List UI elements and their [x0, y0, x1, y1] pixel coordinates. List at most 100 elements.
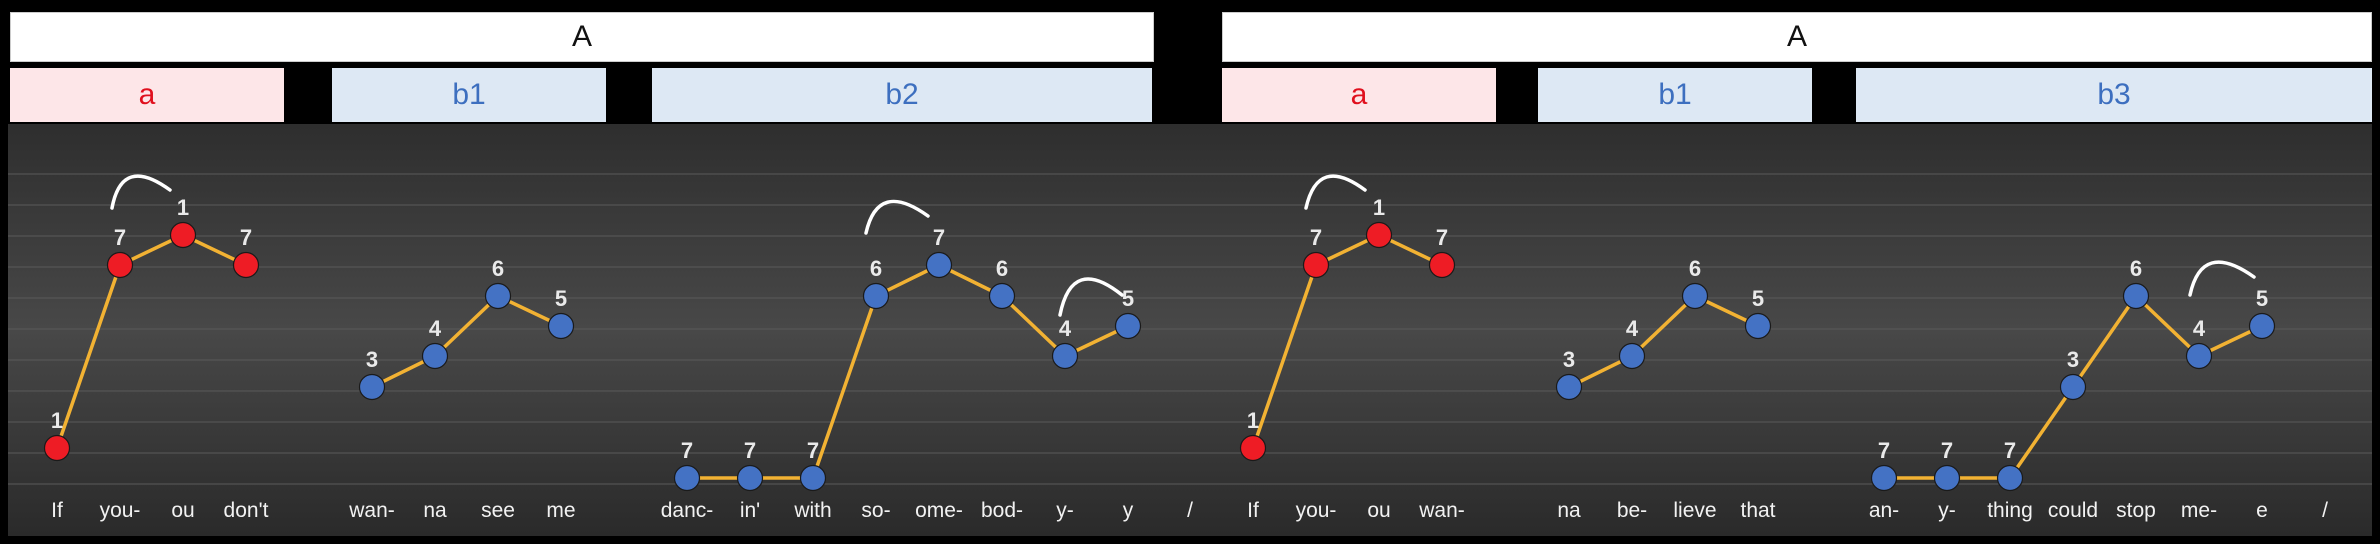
note-dot	[484, 282, 512, 310]
lyric-word: me	[546, 499, 575, 522]
subsection-label: b1	[332, 68, 606, 122]
diagram-background	[8, 124, 2372, 536]
slur-arc	[1304, 174, 1367, 210]
note-degree-label: 7	[1436, 225, 1448, 250]
note-degree-label: 6	[1689, 256, 1701, 281]
subsection-label: b1	[1538, 68, 1812, 122]
note-degree-label: 7	[807, 438, 819, 463]
note-dot	[736, 464, 764, 492]
slur-arc	[864, 199, 930, 235]
lyric-word: see	[481, 499, 515, 522]
lyric-word: lieve	[1673, 499, 1716, 522]
note-degree-label: 7	[240, 225, 252, 250]
subsection-label: a	[10, 68, 284, 122]
note-dot	[43, 434, 71, 462]
note-dot	[2059, 373, 2087, 401]
lyric-word: ome-	[915, 499, 963, 522]
note-degree-label: 5	[1122, 286, 1134, 311]
melody-line	[1568, 294, 1759, 389]
note-degree-label: 3	[1563, 347, 1575, 372]
subsection-label: a	[1222, 68, 1496, 122]
note-degree-label: 6	[870, 256, 882, 281]
note-dot	[1239, 434, 1267, 462]
lyric-word: y-	[1938, 499, 1956, 522]
lyric-word: be-	[1617, 499, 1647, 522]
lyric-word: na	[1557, 499, 1581, 522]
lyric-word: you-	[1296, 499, 1337, 522]
note-dot	[799, 464, 827, 492]
lyric-word: wan-	[348, 499, 395, 522]
lyric-word: If	[1247, 499, 1259, 522]
lyric-word: na	[423, 499, 447, 522]
note-degree-label: 1	[1373, 195, 1385, 220]
note-degree-label: 6	[492, 256, 504, 281]
note-dot	[925, 251, 953, 279]
section-header: A	[10, 12, 1154, 62]
lyric-word: so-	[861, 499, 890, 522]
note-degree-label: 5	[2256, 286, 2268, 311]
note-degree-label: 7	[1941, 438, 1953, 463]
note-degree-label: 7	[1878, 438, 1890, 463]
note-dot	[421, 342, 449, 370]
note-dot	[169, 221, 197, 249]
lyric-word: ou	[171, 499, 194, 522]
note-dot	[673, 464, 701, 492]
note-dot	[1555, 373, 1583, 401]
lyric-word: If	[51, 499, 63, 522]
note-dot	[1744, 312, 1772, 340]
note-degree-label: 7	[114, 225, 126, 250]
note-dot	[1428, 251, 1456, 279]
subsection-label: b3	[1856, 68, 2372, 122]
note-degree-label: 4	[1626, 316, 1639, 341]
note-dot	[2185, 342, 2213, 370]
lyric-word: y-	[1056, 499, 1074, 522]
note-dot	[232, 251, 260, 279]
note-dot	[547, 312, 575, 340]
note-degree-label: 1	[1247, 408, 1259, 433]
lyric-word: in'	[740, 499, 760, 522]
note-degree-label: 1	[51, 408, 63, 433]
section-header: A	[1222, 12, 2372, 62]
lyric-word: you-	[100, 499, 141, 522]
note-degree-label: 7	[2004, 438, 2016, 463]
note-dot	[862, 282, 890, 310]
lyric-word: me-	[2181, 499, 2217, 522]
note-dot	[1114, 312, 1142, 340]
lyric-word: an-	[1869, 499, 1899, 522]
melody-line	[371, 294, 562, 389]
note-dot	[1302, 251, 1330, 279]
subsection-label: b2	[652, 68, 1152, 122]
note-dot	[1996, 464, 2024, 492]
note-degree-label: 1	[177, 195, 189, 220]
lyric-word: ou	[1367, 499, 1390, 522]
lyric-word: thing	[1987, 499, 2033, 522]
note-degree-label: 7	[1310, 225, 1322, 250]
lyric-word: bod-	[981, 499, 1023, 522]
lyric-word: /	[1187, 499, 1193, 522]
lyric-word: wan-	[1418, 499, 1465, 522]
note-dot	[988, 282, 1016, 310]
lyric-word: that	[1740, 499, 1775, 522]
lyric-word: could	[2048, 499, 2098, 522]
note-degree-label: 4	[1059, 316, 1072, 341]
note-degree-label: 6	[2130, 256, 2142, 281]
note-dot	[106, 251, 134, 279]
note-dot	[2248, 312, 2276, 340]
note-dot	[2122, 282, 2150, 310]
lyric-word: with	[793, 499, 831, 522]
note-degree-label: 4	[2193, 316, 2206, 341]
note-degree-label: 7	[744, 438, 756, 463]
note-degree-label: 4	[429, 316, 442, 341]
note-degree-label: 5	[555, 286, 567, 311]
note-dot	[358, 373, 386, 401]
note-dot	[1870, 464, 1898, 492]
lyric-word: don't	[224, 499, 269, 522]
note-degree-label: 5	[1752, 286, 1764, 311]
note-degree-label: 3	[2067, 347, 2079, 372]
lyric-word: y	[1123, 499, 1134, 522]
lyric-word: /	[2322, 499, 2328, 522]
note-degree-label: 6	[996, 256, 1008, 281]
note-dot	[1933, 464, 1961, 492]
slur-arc	[2188, 260, 2256, 297]
slur-arc	[110, 174, 172, 210]
